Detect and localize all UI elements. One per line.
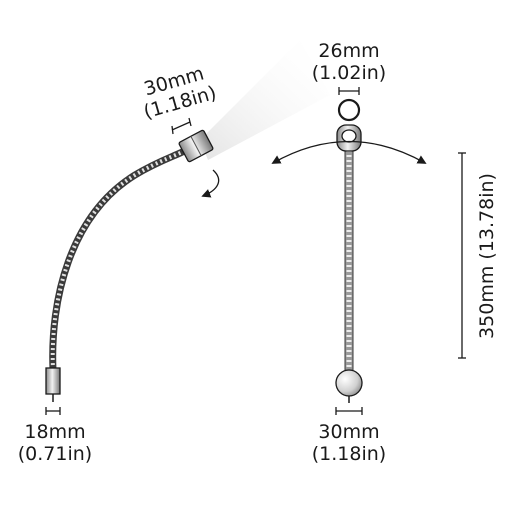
curved-gooseneck-arm <box>49 146 188 371</box>
light-beam <box>200 40 330 160</box>
front-base-dimension-line <box>335 407 363 415</box>
lens-ring <box>337 98 361 122</box>
lens-diameter-label: 26mm (1.02in) <box>294 40 404 84</box>
curved-rotation-arrow-icon <box>201 169 220 198</box>
base-diameter-front-label: 30mm (1.18in) <box>294 421 404 465</box>
lens-dimension-line <box>338 87 360 95</box>
gooseneck-lamp-front-view-icon <box>335 98 363 403</box>
lamp-head-side <box>178 129 214 163</box>
arm-length-dimension-line <box>458 152 466 359</box>
side-base-dimension-line <box>45 407 61 415</box>
base-diameter-front-in: (1.18in) <box>311 443 387 465</box>
mount-base-side <box>45 367 61 395</box>
head-dimension-line <box>171 117 192 135</box>
double-headed-arc-arrow-icon <box>271 140 427 164</box>
lens-diameter-in: (1.02in) <box>311 62 387 84</box>
arm-length-label: 350mm (13.78in) <box>476 173 498 339</box>
ball-base-front <box>335 369 363 397</box>
gooseneck-lamp-side-view-icon <box>45 40 330 402</box>
lens-diameter-mm: 26mm <box>318 40 380 62</box>
base-diameter-front-mm: 30mm <box>318 421 380 443</box>
base-width-side-label: 18mm (0.71in) <box>0 421 110 465</box>
base-width-side-mm: 18mm <box>24 421 86 443</box>
base-width-side-in: (0.71in) <box>17 443 93 465</box>
